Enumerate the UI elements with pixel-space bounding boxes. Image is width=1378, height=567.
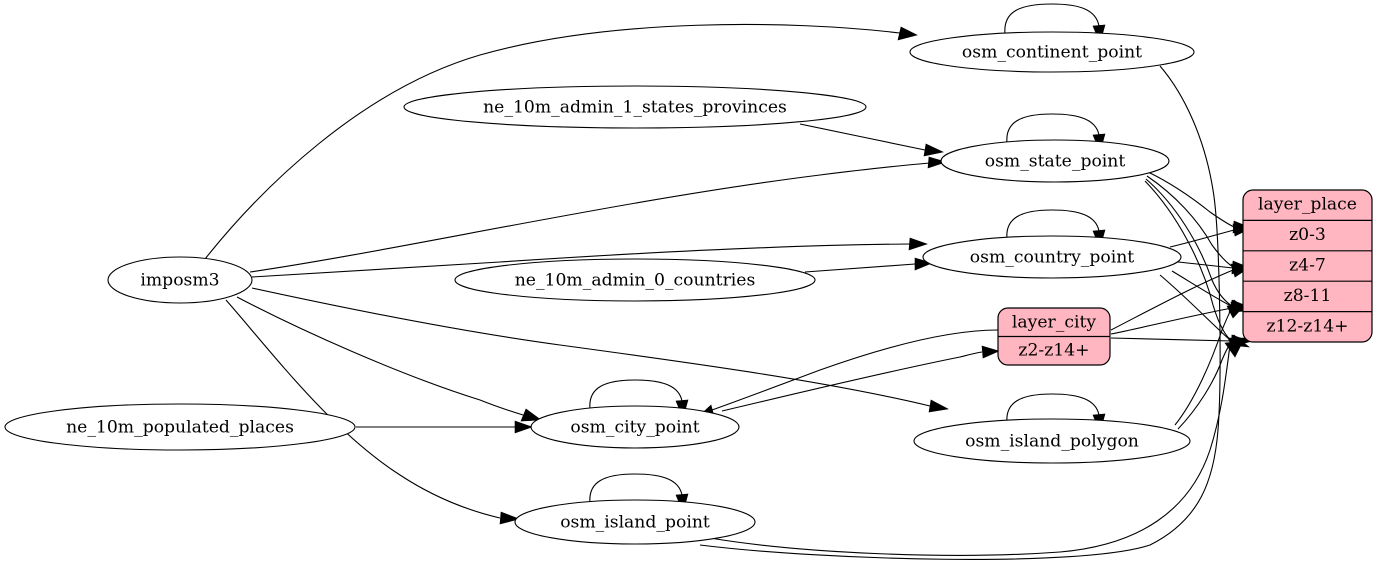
edge-layer_city-to-osm_city_point xyxy=(696,329,999,419)
node-layer: imposm3 ne_10m_admin_1_states_provinces … xyxy=(4,31,1195,545)
edge-imposm3-to-osm_city_point xyxy=(236,296,542,422)
edge-imposm3-to-osm_island_polygon xyxy=(251,287,949,413)
node-osm_state_point[interactable]: osm_state_point xyxy=(940,139,1170,183)
node-label-ne_10m_populated_places: ne_10m_populated_places xyxy=(66,418,294,438)
edge-osm_island_polygon-to-layer_place-z8-11 xyxy=(1174,304,1246,426)
edge-imposm3-to-osm_state_point xyxy=(249,156,948,273)
node-label-osm_island_point: osm_island_point xyxy=(560,513,710,533)
node-ne_10m_admin_0_countries[interactable]: ne_10m_admin_0_countries xyxy=(454,258,816,302)
edge-osm_continent_point-to-layer_place-z0-3 xyxy=(699,65,1221,560)
edge-imposm3-to-osm_country_point xyxy=(251,237,928,278)
edge-ne_10m_admin_1_states_provinces-to-osm_state_point xyxy=(799,123,944,157)
node-label-ne_10m_admin_0_countries: ne_10m_admin_0_countries xyxy=(515,271,756,291)
edge-ne_10m_populated_places-to-osm_city_point xyxy=(356,420,533,434)
node-label-osm_island_polygon: osm_island_polygon xyxy=(965,432,1139,452)
node-osm_continent_point[interactable]: osm_continent_point xyxy=(909,31,1195,73)
edge-osm_island_point-to-layer_place-z12-z14 xyxy=(709,340,1244,556)
record-row-layer_city-z2-z14[interactable]: z2-z14+ xyxy=(1018,341,1089,361)
node-label-osm_country_point: osm_country_point xyxy=(970,248,1135,268)
record-row-layer_city-header: layer_city xyxy=(1012,313,1096,333)
record-row-layer_place-z8-11[interactable]: z8-11 xyxy=(1284,286,1332,306)
record-row-layer_place-header: layer_place xyxy=(1258,195,1357,215)
node-imposm3[interactable]: imposm3 xyxy=(107,256,253,304)
node-osm_country_point[interactable]: osm_country_point xyxy=(922,235,1182,279)
edge-imposm3-to-osm_island_point xyxy=(225,299,520,525)
node-ne_10m_admin_1_states_provinces[interactable]: ne_10m_admin_1_states_provinces xyxy=(403,85,867,129)
node-ne_10m_populated_places[interactable]: ne_10m_populated_places xyxy=(4,403,356,451)
record-layer_place[interactable]: layer_place z0-3 z4-7 z8-11 z12-z14+ xyxy=(1242,189,1373,343)
record-layer_city[interactable]: layer_city z2-z14+ xyxy=(997,307,1111,366)
node-label-imposm3: imposm3 xyxy=(140,271,219,291)
record-row-layer_place-z12-z14[interactable]: z12-z14+ xyxy=(1266,316,1348,336)
edge-osm_country_point-to-layer_place-z0-3 xyxy=(1169,223,1252,248)
edge-osm_city_point-to-layer_city-z2-z14 xyxy=(721,345,1000,412)
record-row-layer_place-z0-3[interactable]: z0-3 xyxy=(1289,225,1326,245)
node-label-osm_continent_point: osm_continent_point xyxy=(962,43,1142,63)
node-osm_island_point[interactable]: osm_island_point xyxy=(514,499,756,545)
record-row-layer_place-z4-7[interactable]: z4-7 xyxy=(1289,256,1326,276)
edge-layer xyxy=(204,3,1252,560)
node-osm_island_polygon[interactable]: osm_island_polygon xyxy=(913,418,1191,464)
node-label-osm_state_point: osm_state_point xyxy=(985,152,1126,172)
edge-ne_10m_admin_0_countries-to-osm_country_point xyxy=(804,257,933,273)
node-osm_city_point[interactable]: osm_city_point xyxy=(530,405,740,449)
node-label-osm_city_point: osm_city_point xyxy=(570,418,699,438)
edge-imposm3-to-osm_continent_point xyxy=(204,23,918,260)
record-layer: layer_city z2-z14+ layer_place z0-3 z4-7… xyxy=(997,189,1373,366)
node-label-ne_10m_admin_1_states_provinces: ne_10m_admin_1_states_provinces xyxy=(483,98,787,118)
